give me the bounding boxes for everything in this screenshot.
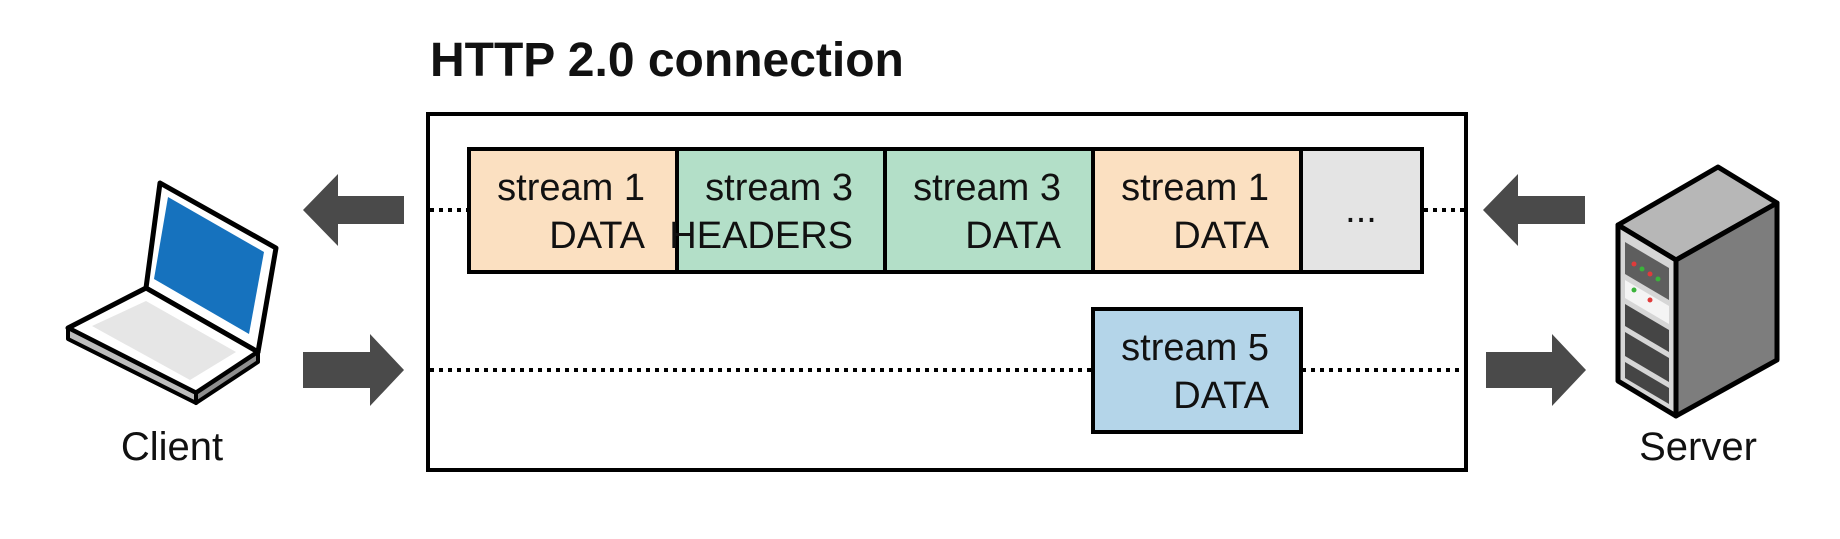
frame-box	[883, 147, 1095, 274]
frame-stream-1-data: stream 1 DATA	[467, 147, 679, 274]
frame-box	[675, 147, 887, 274]
server-label: Server	[1639, 425, 1757, 469]
frame-line2: DATA	[549, 215, 645, 257]
arrow-right-icon	[1486, 334, 1586, 406]
arrow-left-icon	[303, 174, 404, 246]
frame-line1: stream 5	[1121, 327, 1269, 369]
frame-line1: stream 3	[913, 167, 1061, 209]
laptop-icon	[65, 180, 279, 405]
frame-line1: stream 1	[497, 167, 645, 209]
frame-line2: DATA	[965, 215, 1061, 257]
server-icon	[1615, 164, 1780, 419]
frame-ellipsis: ...	[1299, 147, 1424, 274]
frame-line1: stream 1	[1121, 167, 1269, 209]
arrow-right-icon	[303, 334, 404, 406]
diagram-title: HTTP 2.0 connection	[430, 34, 904, 87]
frame-stream-1-data-2: stream 1 DATA	[1091, 147, 1303, 274]
frame-line2: DATA	[1173, 375, 1269, 417]
frame-line2: HEADERS	[669, 215, 853, 257]
frame-box	[467, 147, 679, 274]
frame-box	[1091, 307, 1303, 434]
frame-stream-3-data: stream 3 DATA	[883, 147, 1095, 274]
frame-stream-3-headers: stream 3 HEADERS	[669, 147, 887, 274]
outbound-frame-row: stream 1 DATA stream 3 HEADERS stream 3 …	[467, 147, 1424, 274]
frame-box	[1091, 147, 1303, 274]
frame-stream-5-data: stream 5 DATA	[1091, 307, 1303, 434]
client-label: Client	[121, 425, 223, 469]
frame-line2: DATA	[1173, 215, 1269, 257]
frame-line1: ...	[1345, 189, 1377, 231]
arrow-left-icon	[1483, 174, 1585, 246]
frame-line1: stream 3	[705, 167, 853, 209]
frame-box	[1299, 147, 1424, 274]
